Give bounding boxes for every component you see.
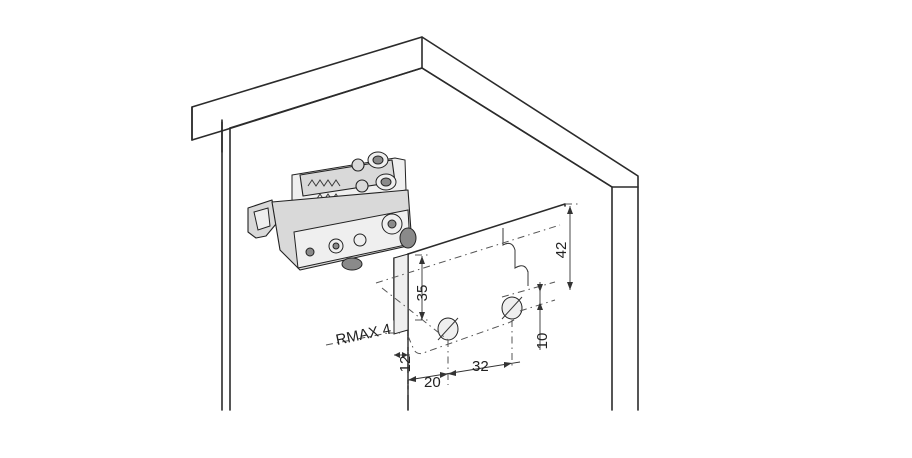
radius-label: RMAX 4	[334, 321, 392, 349]
dimension-lines	[394, 206, 573, 382]
extension-lines	[325, 203, 580, 395]
drill-hole-icon	[437, 317, 459, 341]
drawer-panel	[393, 203, 566, 411]
dim-10-label: 10	[534, 333, 551, 350]
drill-hole-icon	[501, 296, 523, 320]
drawer-clip-part	[247, 151, 417, 271]
cabinet-outline	[191, 36, 639, 411]
dim-20-label: 20	[424, 374, 441, 391]
dim-42-label: 42	[553, 242, 570, 259]
drill-holes	[437, 296, 523, 341]
dim-32-label: 32	[472, 358, 489, 375]
dim-35-label: 35	[414, 285, 431, 302]
dimension-labels: 42 35 10 12 20 32 RMAX 4	[334, 242, 570, 391]
dim-12-label: 12	[397, 356, 414, 373]
